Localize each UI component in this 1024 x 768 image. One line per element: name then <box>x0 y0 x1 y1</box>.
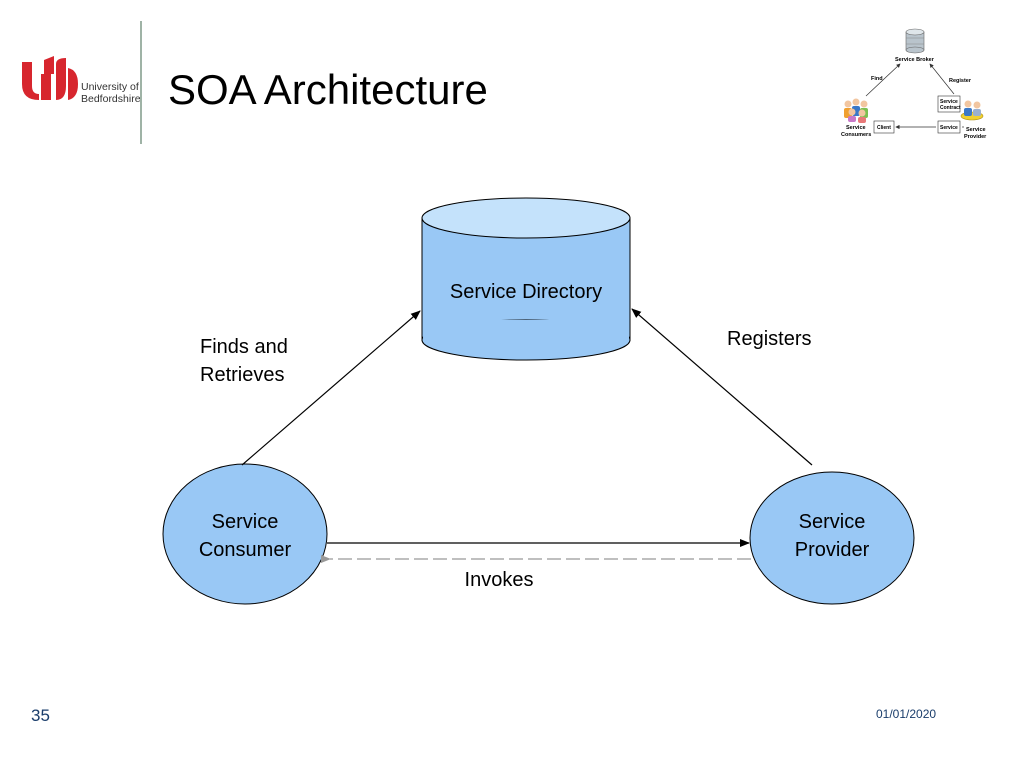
logo-mark-right <box>56 58 78 100</box>
database-icon <box>905 28 925 54</box>
header-divider <box>140 21 142 144</box>
page-number: 35 <box>31 706 50 725</box>
service-provider-label-2: Provider <box>795 539 870 561</box>
thumb-provider-label-1: Service <box>966 127 986 133</box>
service-directory-label: Service Directory <box>450 281 602 303</box>
thumb-contract-label-2: Contract <box>940 105 961 111</box>
service-consumer-label-1: Service <box>212 511 279 533</box>
provider-icon <box>960 100 984 121</box>
thumb-find-arrow <box>865 63 901 97</box>
thumb-provider-label-2: Provider <box>964 134 987 140</box>
logo-line-1: University of <box>81 81 139 93</box>
thumb-contract-box <box>937 95 961 113</box>
thumb-consumers-label-2: Consumers <box>841 132 871 138</box>
university-logo <box>22 56 78 100</box>
people-icon <box>844 98 868 123</box>
logo-mark-middle <box>41 56 54 100</box>
service-directory-cylinder <box>421 197 631 361</box>
finds-arrow <box>241 310 421 466</box>
thumb-client-box <box>873 120 895 134</box>
service-consumer-node <box>162 463 328 605</box>
thumb-broker-label: Service Broker <box>895 57 935 63</box>
cylinder-top <box>421 197 631 239</box>
footer-date: 01/01/2020 <box>876 707 937 721</box>
soa-thumbnail: Service Broker Find Register Service Con… <box>841 28 987 140</box>
thumb-register-arrow <box>929 63 955 95</box>
thumb-contract-label-1: Service <box>940 99 958 105</box>
thumb-service-box <box>937 120 961 134</box>
finds-label-1: Finds and <box>200 336 288 358</box>
logo-line-2: Bedfordshire <box>81 93 141 105</box>
thumb-client-label: Client <box>877 125 891 131</box>
thumb-service-label: Service <box>940 125 958 131</box>
thumb-find-label: Find <box>871 76 883 82</box>
logo-mark-left <box>22 62 39 100</box>
invokes-label: Invokes <box>465 569 534 591</box>
thumb-register-label: Register <box>949 78 972 84</box>
service-consumer-label-2: Consumer <box>199 539 292 561</box>
finds-label-2: Retrieves <box>200 364 284 386</box>
service-provider-node <box>749 471 915 605</box>
service-provider-label-1: Service <box>799 511 866 533</box>
registers-label: Registers <box>727 328 811 350</box>
thumb-consumers-label-1: Service <box>846 125 866 131</box>
logo-text: University of Bedfordshire <box>81 81 141 105</box>
registers-arrow <box>631 308 813 466</box>
page-title: SOA Architecture <box>168 66 488 113</box>
